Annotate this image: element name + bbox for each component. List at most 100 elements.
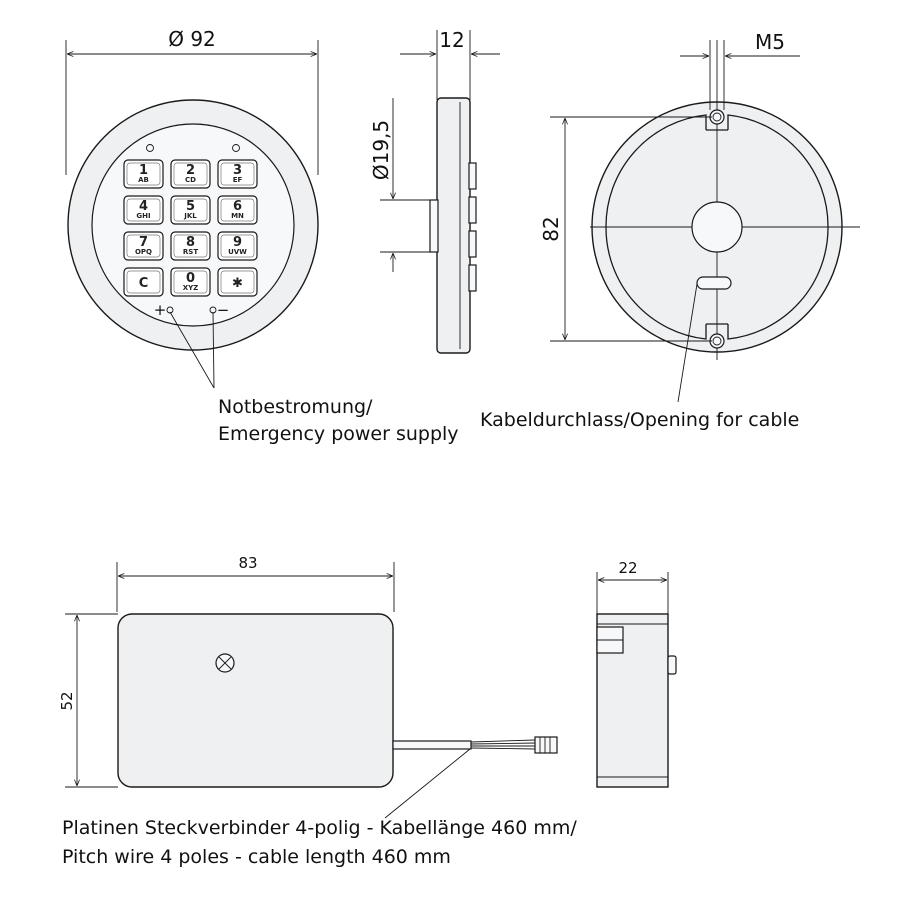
key-number: 6 bbox=[233, 199, 242, 214]
pitch-connector bbox=[534, 736, 558, 754]
key-cap bbox=[123, 267, 164, 297]
screw-slot-2 bbox=[218, 656, 232, 670]
key-letters: OPQ bbox=[135, 248, 152, 256]
key-cap bbox=[170, 159, 211, 189]
key-letters: AB bbox=[138, 176, 149, 184]
key-number: 1 bbox=[139, 163, 148, 178]
key-letters: GHI bbox=[136, 212, 150, 220]
key-cap-inner bbox=[126, 270, 161, 294]
cable-opening-slot bbox=[696, 276, 732, 290]
diameter-label: Ø 92 bbox=[168, 27, 216, 51]
key-number: ✱ bbox=[232, 276, 243, 291]
key-cap-inner bbox=[220, 198, 255, 222]
emergency-contact-plus bbox=[166, 306, 174, 314]
key-number: 3 bbox=[233, 163, 242, 178]
key-letters: XYZ bbox=[183, 284, 199, 292]
side-key-3 bbox=[468, 230, 477, 258]
control-box-body bbox=[117, 613, 394, 788]
board-top-view: 83 52 Platinen Steckverbinder 4-polig - … bbox=[58, 554, 577, 868]
key-cap-inner bbox=[173, 162, 208, 186]
thread-label: M5 bbox=[755, 30, 785, 54]
wire-1 bbox=[470, 739, 536, 743]
key-cap-inner bbox=[220, 270, 255, 294]
side-key-2 bbox=[468, 196, 477, 224]
key-cap bbox=[217, 159, 258, 189]
side-key-1 bbox=[468, 162, 477, 190]
key-number: 2 bbox=[186, 163, 195, 178]
m5-hole-bottom-inner bbox=[712, 336, 722, 346]
key-cap-inner bbox=[126, 162, 161, 186]
stem-diameter-label: Ø19,5 bbox=[369, 120, 393, 180]
key-number: 7 bbox=[139, 235, 148, 250]
plus-mark: + bbox=[154, 301, 167, 319]
minus-mark: − bbox=[217, 301, 230, 319]
side-key-4 bbox=[468, 264, 477, 292]
mounting-stem bbox=[429, 199, 439, 253]
key-cap-inner bbox=[173, 198, 208, 222]
height-label: 52 bbox=[58, 691, 76, 710]
key-letters: JKL bbox=[183, 212, 197, 220]
keypad-back-view: M5 82 Kabeldurchlass/Opening for cable bbox=[480, 30, 860, 431]
board-note-line1: Platinen Steckverbinder 4-polig - Kabell… bbox=[62, 817, 577, 839]
key-cap-inner bbox=[173, 234, 208, 258]
key-number: 5 bbox=[186, 199, 195, 214]
indicator-led-left bbox=[146, 144, 154, 152]
keypad-key-star[interactable]: ✱ bbox=[217, 267, 258, 297]
key-letters: MN bbox=[231, 212, 244, 220]
m5-hole-top-inner bbox=[712, 112, 722, 122]
connector-leader-line bbox=[384, 748, 471, 819]
leader-line-plus bbox=[169, 311, 215, 389]
emergency-note-line1: Notbestromung/ bbox=[218, 396, 373, 418]
key-number: C bbox=[139, 276, 149, 291]
key-letters: RST bbox=[183, 248, 198, 256]
key-number: 9 bbox=[233, 235, 242, 250]
m5-hole-top bbox=[709, 109, 725, 125]
cable-note: Kabeldurchlass/Opening for cable bbox=[480, 409, 799, 431]
key-cap-inner bbox=[126, 198, 161, 222]
key-cap bbox=[170, 195, 211, 225]
board-note-line2: Pitch wire 4 poles - cable length 460 mm bbox=[62, 846, 451, 868]
keypad-key-2[interactable]: 2CD bbox=[170, 159, 211, 189]
key-cap-inner bbox=[126, 234, 161, 258]
key-cap bbox=[170, 267, 211, 297]
key-cap-inner bbox=[173, 270, 208, 294]
key-cap bbox=[123, 231, 164, 261]
cable-sheath bbox=[392, 740, 472, 750]
key-cap bbox=[170, 231, 211, 261]
side-screw-head bbox=[667, 655, 677, 675]
key-cap bbox=[217, 267, 258, 297]
leader-line-minus bbox=[212, 311, 215, 389]
cable-leader-line bbox=[677, 283, 698, 403]
key-cap bbox=[123, 195, 164, 225]
keypad-key-c[interactable]: C bbox=[123, 267, 164, 297]
center-boss bbox=[691, 201, 743, 253]
wire-2 bbox=[470, 742, 536, 745]
key-number: 4 bbox=[139, 199, 148, 214]
keypad-key-6[interactable]: 6MN bbox=[217, 195, 258, 225]
key-number: 8 bbox=[186, 235, 195, 250]
key-letters: EF bbox=[233, 176, 243, 184]
key-cap-inner bbox=[220, 162, 255, 186]
wire-4 bbox=[470, 747, 536, 750]
keypad-side-body bbox=[436, 97, 471, 354]
keypad-side-view: 12 Ø19,5 bbox=[369, 28, 500, 354]
keypad-key-1[interactable]: 1AB bbox=[123, 159, 164, 189]
key-cap bbox=[217, 231, 258, 261]
keypad-key-3[interactable]: 3EF bbox=[217, 159, 258, 189]
depth-label: 22 bbox=[618, 559, 637, 577]
width-label: 83 bbox=[238, 554, 257, 572]
key-number: 0 bbox=[186, 271, 195, 286]
m5-hole-bottom bbox=[709, 333, 725, 349]
thickness-label: 12 bbox=[439, 28, 464, 52]
hole-spacing-label: 82 bbox=[539, 216, 563, 241]
indicator-led-right bbox=[232, 144, 240, 152]
